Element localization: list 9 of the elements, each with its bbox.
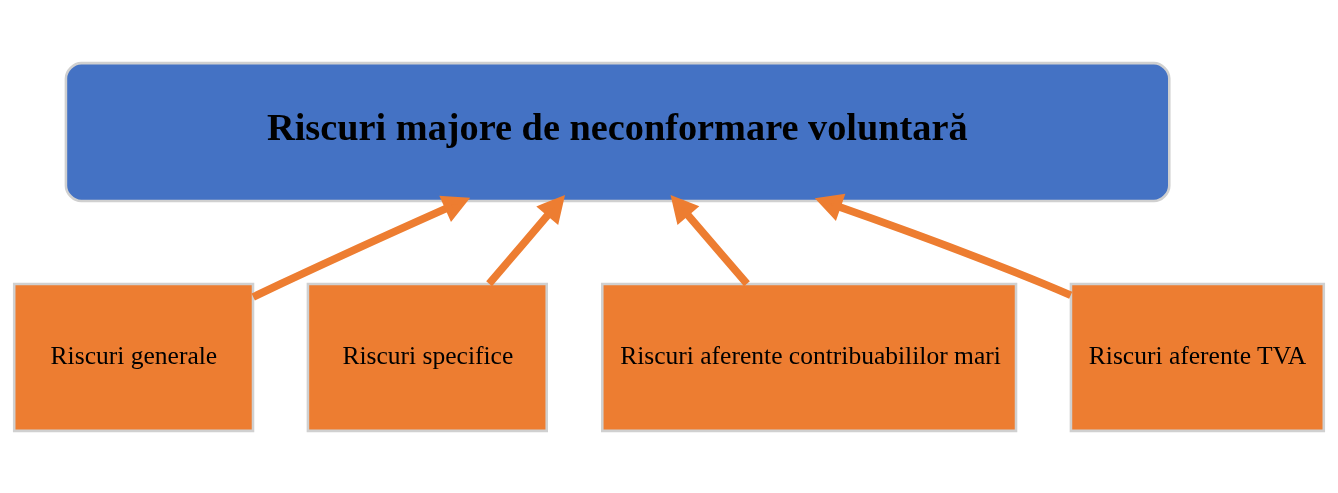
node-box: Riscuri generale xyxy=(12,282,255,432)
arrow xyxy=(251,195,471,300)
arrow xyxy=(814,193,1073,299)
arrow xyxy=(486,194,566,286)
node-box: Riscuri aferente contribuabililor mari xyxy=(601,282,1018,432)
node-box: Riscuri specifice xyxy=(306,282,548,432)
node-box: Riscuri majore de neconformare voluntară xyxy=(64,61,1171,202)
node-box: Riscuri aferente TVA xyxy=(1069,282,1326,432)
arrow xyxy=(670,194,750,286)
